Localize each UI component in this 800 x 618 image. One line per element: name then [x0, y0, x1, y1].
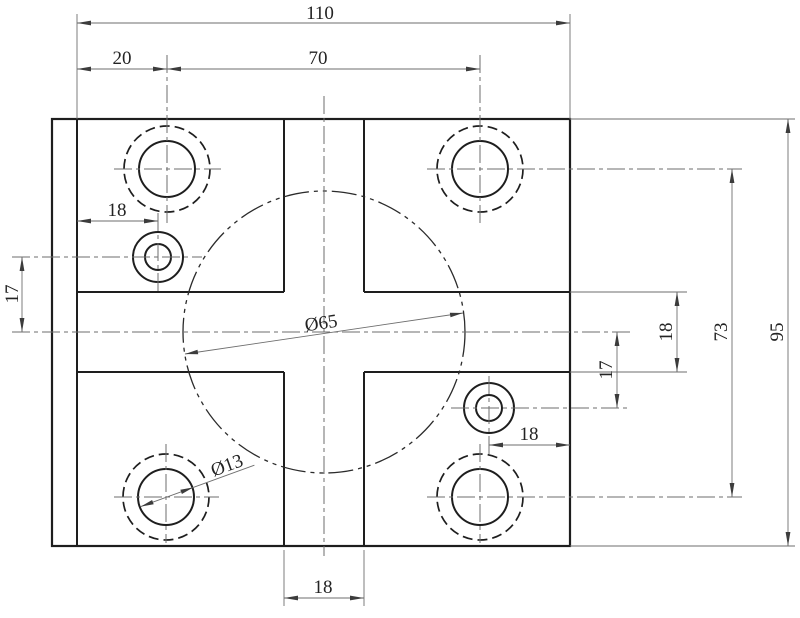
dim-total-width-label: 110 — [306, 3, 334, 24]
dim-left-hole-offset-label: 20 — [113, 48, 132, 69]
dim-total-height-label: 95 — [767, 323, 788, 342]
dim-slot-height-label: 18 — [656, 323, 677, 342]
arrow-17r-bottom — [614, 394, 620, 408]
arrow-20-right — [153, 66, 167, 72]
arrowheads — [19, 20, 791, 601]
dim-center-circle-dia-label: Ø65 — [303, 311, 338, 337]
dim-lr-small-hole-y-label: 17 — [596, 361, 617, 380]
arrow-95-top — [785, 119, 791, 133]
arrow-18slot-bottom — [674, 358, 680, 372]
centerlines — [12, 55, 742, 556]
arrow-dia13-left — [140, 500, 154, 507]
arrow-70-right — [466, 66, 480, 72]
dim-lr-small-hole-x-label: 18 — [520, 424, 539, 445]
arrow-dia65-left — [185, 349, 199, 355]
arrow-95-bottom — [785, 532, 791, 546]
arrow-18b-right — [350, 595, 364, 601]
arrow-18slot-top — [674, 292, 680, 306]
arrow-17r-top — [614, 332, 620, 346]
dim-ul-small-hole-x-label: 18 — [108, 200, 127, 221]
arrow-70-left — [167, 66, 181, 72]
dim-corner-hole-dia-label: Ø13 — [208, 450, 246, 481]
dim-dia65-line — [184, 312, 464, 355]
arrow-73-top — [729, 169, 735, 183]
arrow-18ul-left — [77, 218, 91, 224]
extension-lines — [76, 14, 795, 606]
arrow-73-bottom — [729, 483, 735, 497]
arrow-17l-top — [19, 257, 25, 271]
arrow-dia13-right — [180, 487, 194, 494]
arrow-20-left — [77, 66, 91, 72]
dim-ul-small-hole-y-label: 17 — [2, 285, 23, 304]
arrow-110-right — [556, 20, 570, 26]
dimension-lines — [21, 22, 789, 599]
dimension-labels: 110 20 70 18 17 95 73 18 17 18 18 Ø65 Ø1… — [2, 3, 788, 598]
dim-slot-width-label: 18 — [314, 577, 333, 598]
arrow-17l-bottom — [19, 318, 25, 332]
arrow-18br-right — [556, 442, 570, 448]
arrow-110-left — [77, 20, 91, 26]
arrow-18br-left — [489, 442, 503, 448]
arrow-dia65-right — [449, 312, 463, 318]
dim-hole-span-label: 70 — [309, 48, 328, 69]
arrow-18ul-right — [144, 218, 158, 224]
dim-hole-row-span-label: 73 — [711, 323, 732, 342]
arrow-18b-left — [284, 595, 298, 601]
dim-dia13-leader — [140, 464, 255, 508]
